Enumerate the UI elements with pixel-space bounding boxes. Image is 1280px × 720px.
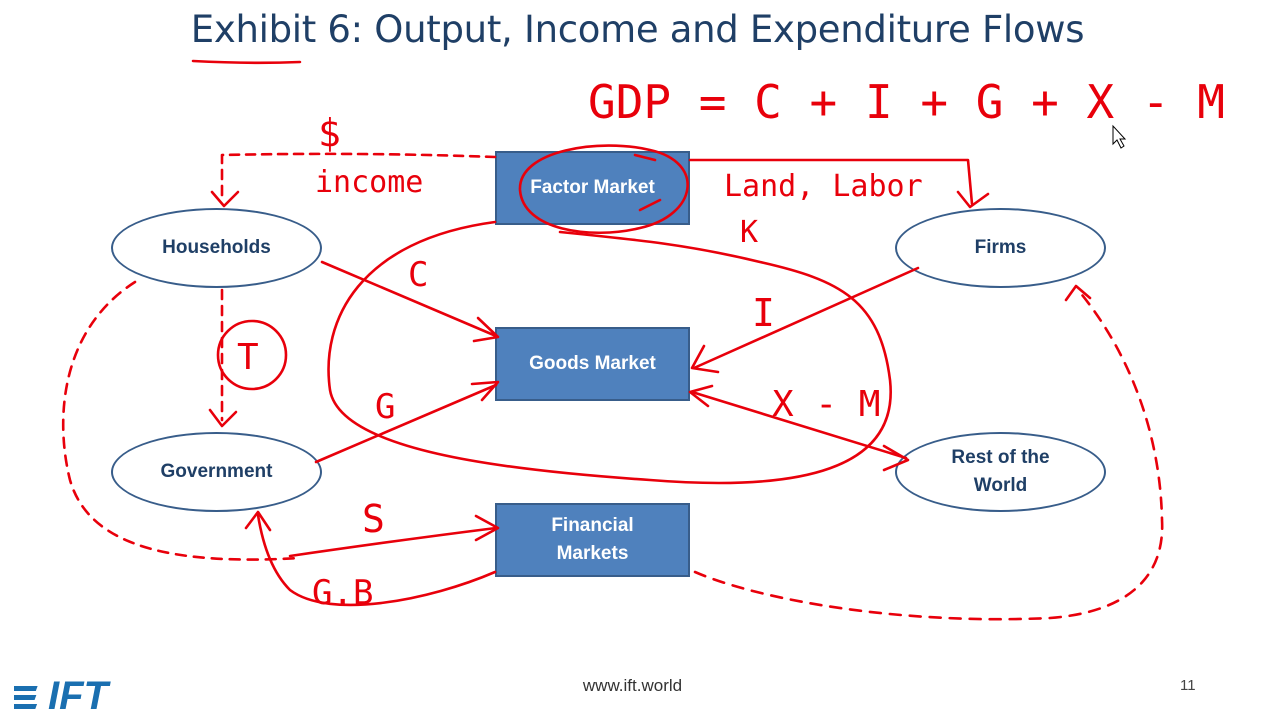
factor-market-box: Factor Market xyxy=(495,151,690,225)
government-spending-arrowhead xyxy=(470,380,500,402)
borrowing-arrowhead xyxy=(244,510,272,532)
savings-label: S xyxy=(362,497,385,541)
rest-of-world-line-1: Rest of the xyxy=(951,447,1050,468)
households-node: Households xyxy=(111,208,322,288)
slide-title: Exhibit 6: Output, Income and Expenditur… xyxy=(190,8,1085,51)
investment-label: I xyxy=(752,291,775,335)
taxes-arrowhead xyxy=(208,408,238,428)
rest-of-world-line-2: World xyxy=(973,475,1028,496)
net-exports-arrowhead-right xyxy=(882,444,910,472)
government-spending-path xyxy=(314,383,498,464)
capital-label: K xyxy=(740,215,758,250)
factor-market-circle xyxy=(518,144,689,234)
consumption-label: C xyxy=(408,255,428,295)
rest-of-world-node: Rest of the World xyxy=(895,432,1106,512)
goods-market-box: Goods Market xyxy=(495,327,690,401)
ift-logo: IFT xyxy=(1,674,159,719)
consumption-path xyxy=(320,260,498,338)
net-exports-label: X - M xyxy=(772,384,880,425)
factor-market-tick xyxy=(633,153,662,212)
financial-to-firms-dashed-path xyxy=(693,288,1164,621)
net-exports-path xyxy=(690,390,908,460)
factor-to-firms-arrowhead xyxy=(956,190,990,209)
goods-market-loop xyxy=(327,220,892,485)
government-node: Government xyxy=(111,432,322,512)
gdp-equation: GDP = C + I + G + X - M xyxy=(588,75,1225,129)
financial-markets-line-1: Financial xyxy=(551,515,634,536)
financial-markets-box: Financial Markets xyxy=(495,503,690,577)
consumption-arrowhead xyxy=(472,316,500,343)
mouse-cursor-icon xyxy=(1112,124,1127,149)
savings-arrowhead xyxy=(474,514,500,542)
firms-node: Firms xyxy=(895,208,1106,288)
taxes-label: T xyxy=(237,337,259,378)
page-number: 11 xyxy=(1180,677,1196,694)
net-exports-arrowhead-left xyxy=(688,384,714,408)
government-spending-label: G xyxy=(375,387,395,427)
financial-to-firms-arrowhead xyxy=(1064,284,1092,302)
factor-to-firms-path xyxy=(688,158,974,206)
ift-logo-text: IFT xyxy=(48,674,112,714)
borrowing-path xyxy=(256,513,497,607)
savings-dashed-path xyxy=(61,280,302,561)
dollar-label: $ xyxy=(318,111,341,155)
savings-path xyxy=(288,526,498,558)
land-labor-label: Land, Labor xyxy=(724,169,923,204)
title-underline xyxy=(191,59,302,65)
income-label: income xyxy=(315,165,423,200)
financial-markets-line-2: Markets xyxy=(556,543,629,564)
income-arrowhead xyxy=(210,190,240,208)
taxes-circle xyxy=(216,319,288,391)
footer-url: www.ift.world xyxy=(582,676,683,695)
investment-arrowhead xyxy=(690,344,720,374)
investment-path xyxy=(692,266,920,370)
income-dashed-path xyxy=(220,152,497,202)
government-borrowing-label: G.B xyxy=(312,573,373,613)
